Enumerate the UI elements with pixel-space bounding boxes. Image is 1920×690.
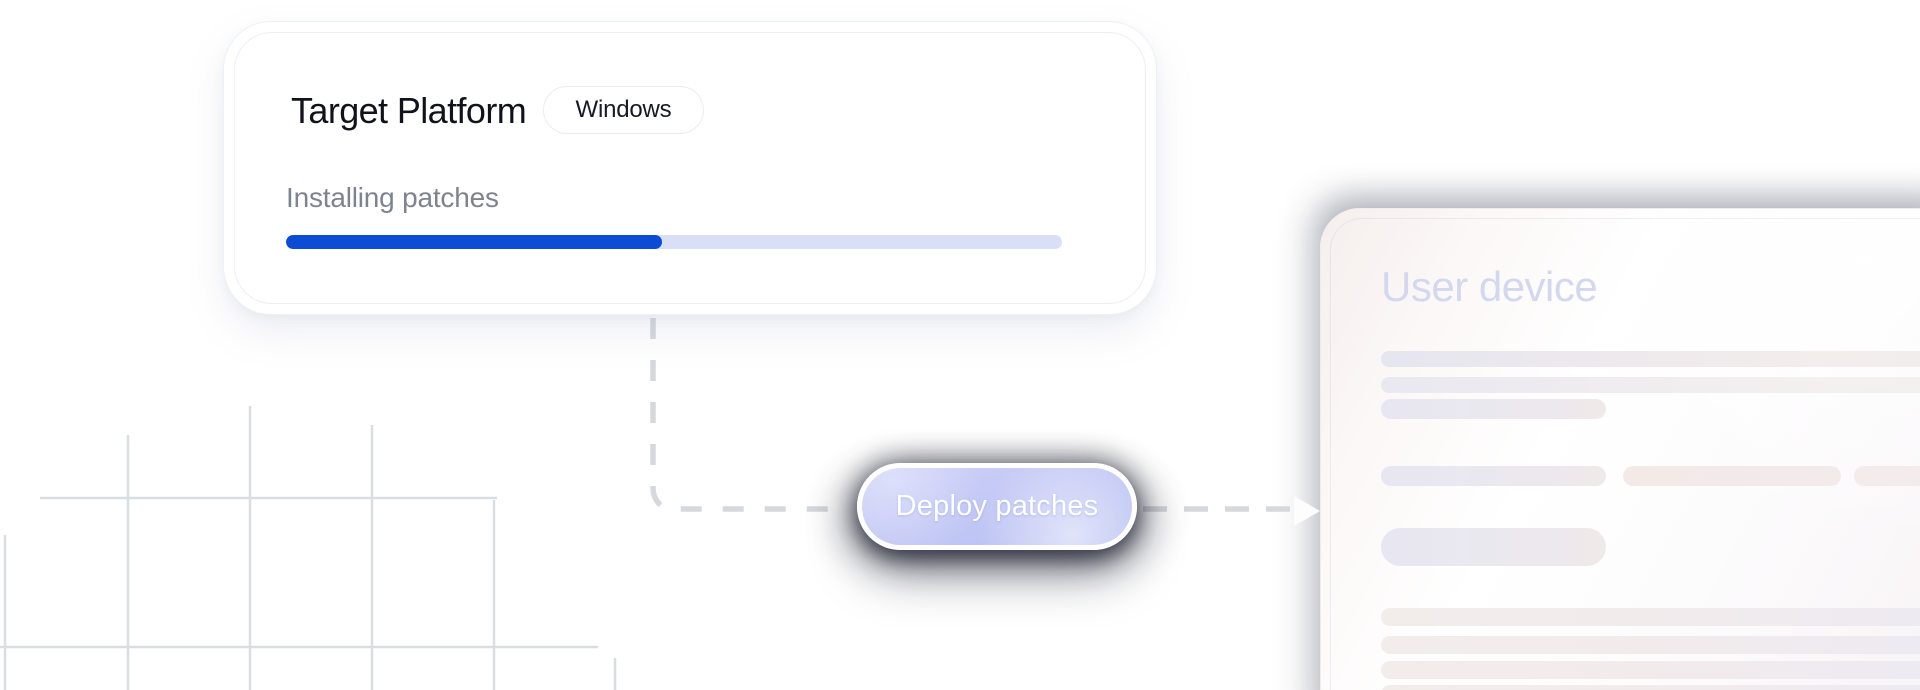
platform-badge-label: Windows — [575, 96, 672, 123]
platform-card-title: Target Platform — [291, 90, 527, 131]
deploy-patches-label: Deploy patches — [895, 490, 1099, 522]
skeleton-bar — [1381, 399, 1606, 419]
skeleton-chip — [1381, 466, 1606, 486]
skeleton-bar — [1381, 377, 1920, 393]
skeleton-chip — [1854, 466, 1920, 486]
skeleton-bar — [1381, 351, 1920, 367]
device-card-title: User device — [1381, 263, 1598, 310]
progress-status-label: Installing patches — [286, 182, 499, 213]
skeleton-chip — [1623, 466, 1841, 486]
skeleton-bar — [1381, 661, 1920, 679]
skeleton-block — [1381, 528, 1606, 566]
skeleton-bar — [1381, 636, 1920, 654]
target-platform-card: Target Platform Windows Installing patch… — [223, 21, 1157, 315]
user-device-card: User device — [1320, 208, 1920, 690]
arrow-head-icon — [1294, 496, 1320, 526]
deploy-patches-button[interactable]: Deploy patches — [857, 463, 1137, 550]
platform-badge: Windows — [543, 86, 704, 134]
progress-bar-fill — [286, 235, 662, 249]
skeleton-bar — [1381, 608, 1920, 626]
progress-bar-track — [286, 235, 1062, 249]
skeleton-bar — [1381, 685, 1920, 690]
sketch-grid — [0, 406, 617, 690]
connector-dashed-elbow — [650, 318, 842, 512]
